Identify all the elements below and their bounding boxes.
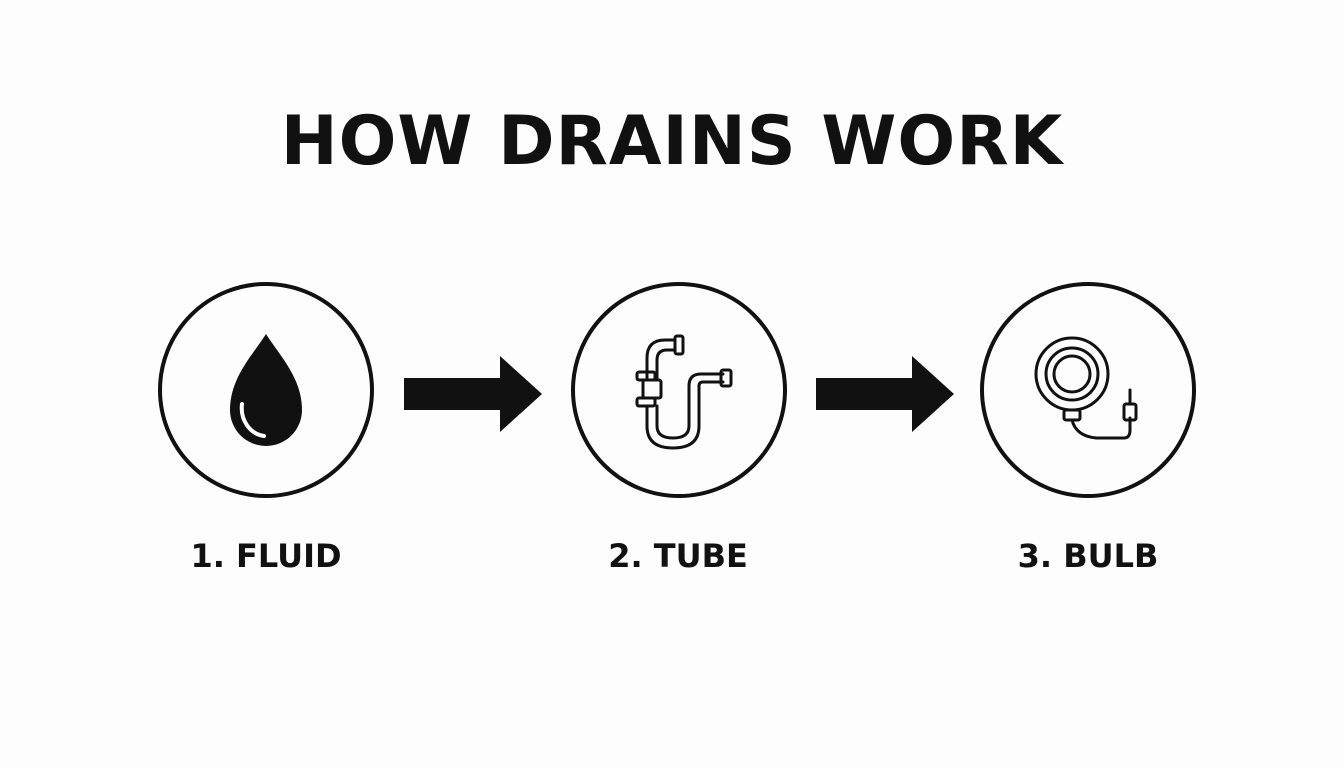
step-tube-circle xyxy=(571,282,787,498)
tube-icon xyxy=(635,334,733,450)
step-label-tube: 2. TUBE xyxy=(608,537,748,575)
droplet-icon xyxy=(230,334,302,446)
step-label-bulb: 3. BULB xyxy=(1017,537,1159,575)
step-label-fluid: 1. FLUID xyxy=(190,537,342,575)
step-bulb-circle xyxy=(980,282,1196,498)
step-fluid-circle xyxy=(158,282,374,498)
arrow-right-icon xyxy=(404,356,542,432)
diagram-title: HOW DRAINS WORK xyxy=(280,102,1064,181)
arrow-right-icon xyxy=(816,356,954,432)
bulb-icon xyxy=(1034,336,1138,440)
